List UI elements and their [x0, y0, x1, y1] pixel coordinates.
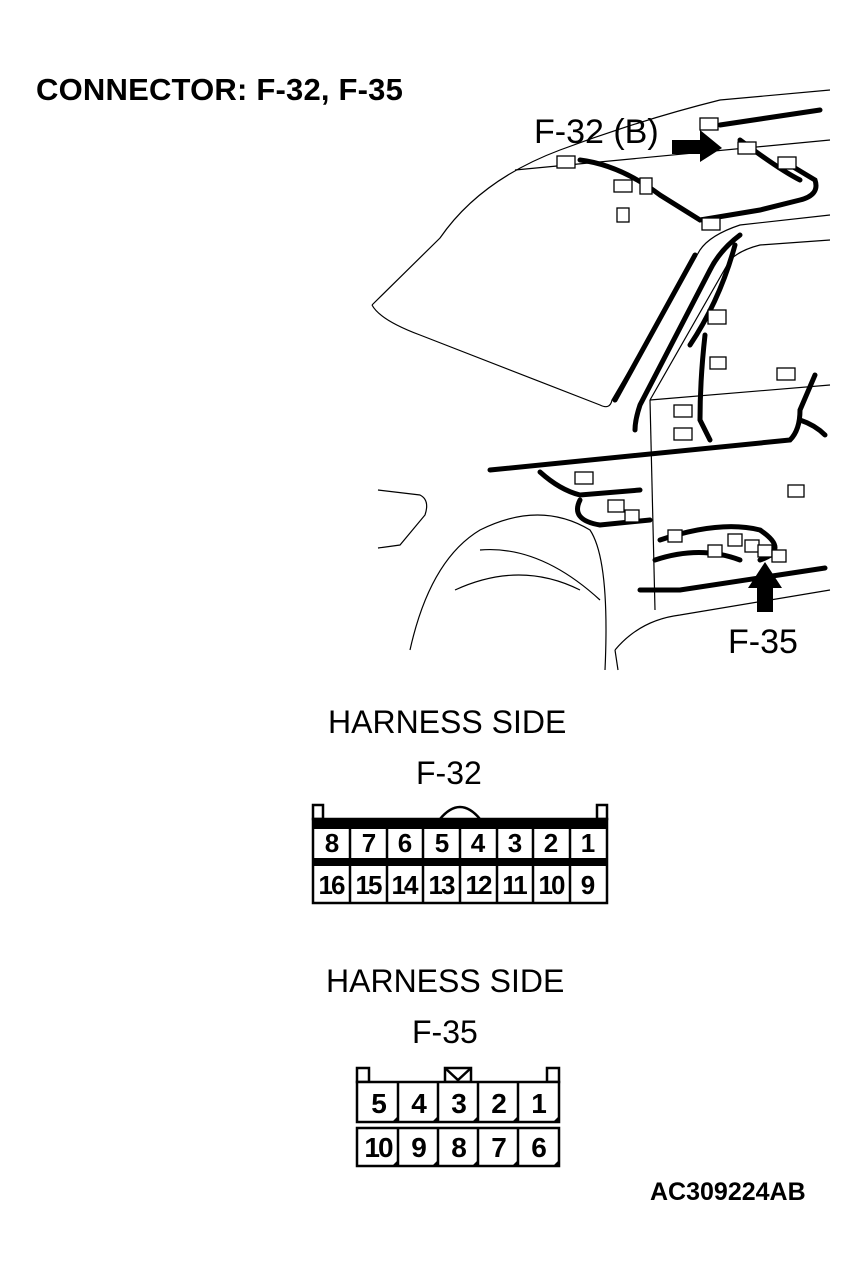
- f32-pin: 11: [502, 870, 528, 900]
- f35-connector-face: [355, 1066, 561, 1168]
- f32-pin: 5: [434, 828, 450, 858]
- f32-connector-name: F-32: [416, 755, 482, 791]
- f32-pin: 16: [318, 870, 346, 900]
- f32-pin: 10: [538, 870, 566, 900]
- vehicle-harness-illustration: [371, 89, 831, 671]
- f32-connector-face: [311, 803, 609, 905]
- f35-callout-label: F-35: [728, 623, 798, 661]
- f35-pin: 6: [531, 1132, 547, 1163]
- f32-harness-side-label: HARNESS SIDE: [328, 704, 567, 740]
- f32-pin: 13: [428, 870, 456, 900]
- f32-pin: 4: [470, 828, 486, 858]
- f35-pin: 10: [364, 1132, 393, 1163]
- f35-harness-side-label: HARNESS SIDE: [326, 963, 565, 999]
- f32-pin: 15: [355, 870, 383, 900]
- f32-pin: 7: [361, 828, 377, 858]
- f35-pin: 3: [451, 1088, 467, 1119]
- figure-code: AC309224AB: [650, 1178, 806, 1206]
- f32-pin: 14: [391, 870, 419, 900]
- f35-connector-name: F-35: [412, 1014, 478, 1050]
- f35-pin: 7: [491, 1132, 507, 1163]
- f35-pin: 5: [371, 1088, 387, 1119]
- f32-pin: 1: [580, 828, 596, 858]
- f35-pin: 1: [531, 1088, 547, 1119]
- f35-pin: 2: [491, 1088, 507, 1119]
- f32-pin: 8: [324, 828, 340, 858]
- f32-pin: 2: [543, 828, 559, 858]
- f32-callout-label: F-32 (B): [534, 113, 659, 151]
- f32-pin: 12: [465, 870, 493, 900]
- f35-pin: 9: [411, 1132, 427, 1163]
- f32-pin: 3: [507, 828, 523, 858]
- f35-pin: 8: [451, 1132, 467, 1163]
- page-title: CONNECTOR: F-32, F-35: [36, 72, 404, 107]
- f32-pin: 9: [580, 870, 596, 900]
- f32-pin: 6: [397, 828, 413, 858]
- f35-pin: 4: [411, 1088, 427, 1119]
